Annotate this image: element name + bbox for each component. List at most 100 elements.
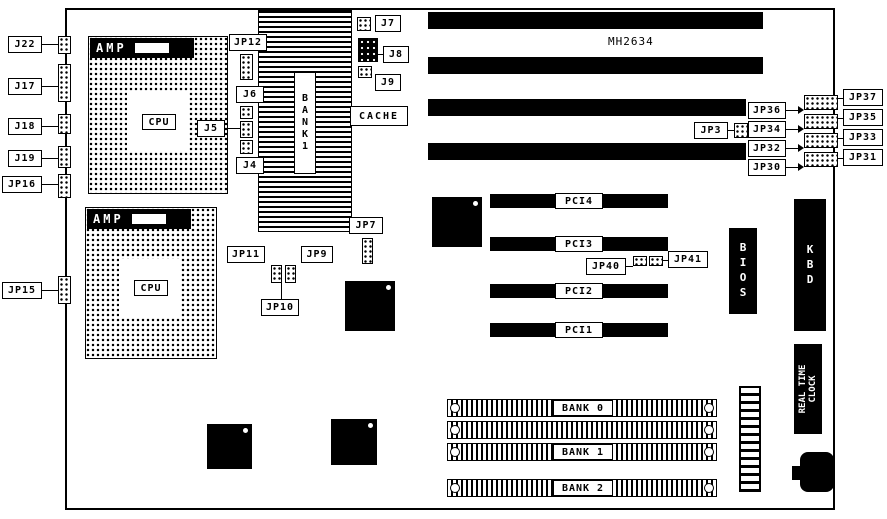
label-jp40: JP40 xyxy=(586,258,626,275)
pci-label-pci4: PCI4 xyxy=(555,193,603,209)
leader-line xyxy=(42,86,58,87)
bank1-vertical-label: BANK1 xyxy=(294,72,316,174)
cpu-label-2: CPU xyxy=(134,280,168,296)
label-j4: J4 xyxy=(236,157,264,174)
connector-j5 xyxy=(240,121,253,138)
cache-label: CACHE xyxy=(350,106,408,126)
label-j6: J6 xyxy=(236,86,264,103)
leader-line xyxy=(838,118,843,119)
label-jp10: JP10 xyxy=(261,299,299,316)
label-jp9: JP9 xyxy=(301,246,333,263)
connector-j7 xyxy=(357,17,371,31)
rtc-label: REAL TIME CLOCK xyxy=(797,364,818,414)
label-jp16: JP16 xyxy=(2,176,42,193)
label-jp35: JP35 xyxy=(843,109,883,126)
leader-line xyxy=(225,128,240,129)
rtc-chip: REAL TIME CLOCK xyxy=(794,344,822,434)
leader-line xyxy=(786,110,800,111)
pci-label-pci2: PCI2 xyxy=(555,283,603,299)
leader-line xyxy=(42,290,58,291)
qfp-chip-3 xyxy=(207,424,252,469)
model-number: MH2634 xyxy=(608,35,654,48)
amp-logo-2: AMP xyxy=(87,209,191,229)
label-jp33: JP33 xyxy=(843,129,883,146)
connector-jp30-jp31 xyxy=(804,152,838,167)
label-j8: J8 xyxy=(383,46,409,63)
connector-jp34-jp35 xyxy=(804,114,838,129)
leader-line xyxy=(378,54,383,55)
label-jp37: JP37 xyxy=(843,89,883,106)
arrow-right-icon xyxy=(798,106,804,114)
connector-j19 xyxy=(58,146,71,168)
label-j5: J5 xyxy=(197,120,225,137)
label-jp30: JP30 xyxy=(748,159,786,176)
label-jp12: JP12 xyxy=(229,34,267,51)
connector-j17 xyxy=(58,64,71,102)
kbd-chip: KBD xyxy=(794,199,826,331)
leader-line xyxy=(42,126,58,127)
arrow-right-icon xyxy=(798,163,804,171)
connector-jp41 xyxy=(649,256,663,266)
connector-jp11 xyxy=(271,265,282,283)
connector-jp15 xyxy=(58,276,71,304)
kbd-label: KBD xyxy=(803,242,817,288)
leader-line xyxy=(728,130,734,131)
qfp-chip-4 xyxy=(331,419,377,465)
pci-label-pci1: PCI1 xyxy=(555,322,603,338)
leader-line xyxy=(838,98,843,99)
label-jp3: JP3 xyxy=(694,122,728,139)
amp-label-2: AMP xyxy=(93,212,124,226)
connector-jp36-jp37 xyxy=(804,95,838,110)
leader-line xyxy=(786,129,800,130)
bios-label: BIOS xyxy=(736,241,750,301)
label-jp15: JP15 xyxy=(2,282,42,299)
amp-chip-icon xyxy=(134,43,169,53)
amp-logo-1: AMP xyxy=(90,38,194,58)
isa-slot-1 xyxy=(428,12,763,29)
connector-jp12 xyxy=(240,54,253,80)
label-j22: J22 xyxy=(8,36,42,53)
label-jp11: JP11 xyxy=(227,246,265,263)
connector-jp40 xyxy=(633,256,647,266)
label-jp7: JP7 xyxy=(349,217,383,234)
qfp-chip-1 xyxy=(432,197,482,247)
leader-line xyxy=(663,260,668,261)
simm-slot-2 xyxy=(447,421,717,439)
bank0-label: BANK 0 xyxy=(553,400,613,416)
leader-line xyxy=(281,283,282,299)
pci-label-pci3: PCI3 xyxy=(555,236,603,252)
leader-line xyxy=(786,148,800,149)
label-j18: J18 xyxy=(8,118,42,135)
leader-line xyxy=(42,184,58,185)
label-jp41: JP41 xyxy=(668,251,708,268)
isa-slot-2 xyxy=(428,57,763,74)
label-j19: J19 xyxy=(8,150,42,167)
din-connector xyxy=(800,452,834,492)
label-j9: J9 xyxy=(375,74,401,91)
connector-j18 xyxy=(58,114,71,134)
leader-line xyxy=(838,158,843,159)
isa-slot-3 xyxy=(428,99,746,116)
label-j7: J7 xyxy=(375,15,401,32)
label-j17: J17 xyxy=(8,78,42,95)
label-jp34: JP34 xyxy=(748,121,786,138)
connector-j6 xyxy=(240,106,253,119)
qfp-chip-2 xyxy=(345,281,395,331)
connector-jp7 xyxy=(362,238,373,264)
amp-chip-icon xyxy=(131,214,166,224)
label-jp31: JP31 xyxy=(843,149,883,166)
arrow-right-icon xyxy=(798,125,804,133)
label-jp32: JP32 xyxy=(748,140,786,157)
isa-slot-4 xyxy=(428,143,746,160)
bank1-vertical-text: BANK1 xyxy=(299,93,311,153)
connector-j22 xyxy=(58,36,71,54)
connector-j4 xyxy=(240,140,253,154)
cpu-label-1: CPU xyxy=(142,114,176,130)
leader-line xyxy=(42,44,58,45)
bank1-label: BANK 1 xyxy=(553,444,613,460)
connector-j8 xyxy=(358,38,378,62)
connector-jp3 xyxy=(734,123,748,138)
bios-chip: BIOS xyxy=(729,228,757,314)
amp-label-1: AMP xyxy=(96,41,127,55)
